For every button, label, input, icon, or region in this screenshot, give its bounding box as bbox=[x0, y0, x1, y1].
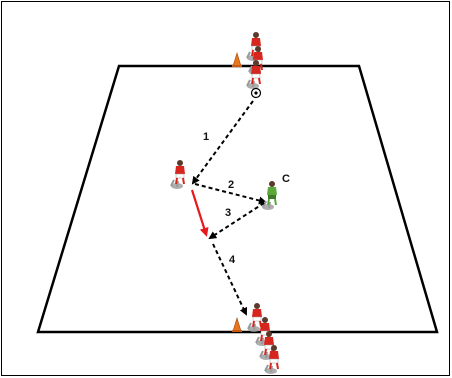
pass-arrow-4 bbox=[212, 243, 248, 316]
run-arrow bbox=[190, 189, 209, 237]
pass-arrow-3 bbox=[208, 202, 265, 240]
cone-icon bbox=[231, 317, 243, 333]
cone-icon bbox=[231, 52, 243, 68]
player-icon bbox=[247, 302, 263, 333]
player-icon bbox=[246, 59, 262, 90]
player-icon bbox=[170, 159, 186, 190]
coach-icon bbox=[261, 180, 278, 211]
step-label-4: 4 bbox=[229, 254, 236, 266]
step-label-2: 2 bbox=[228, 179, 234, 191]
pass-arrow-2 bbox=[194, 183, 267, 205]
pitch-outline bbox=[36, 64, 439, 334]
step-label-3: 3 bbox=[225, 207, 231, 219]
step-label-1: 1 bbox=[203, 131, 209, 143]
top-player-queue bbox=[231, 31, 264, 90]
bottom-player-queue bbox=[231, 302, 280, 375]
coach-label: C bbox=[282, 173, 290, 185]
pass-arrow-1 bbox=[191, 100, 254, 185]
soccer-ball-icon bbox=[250, 87, 262, 99]
